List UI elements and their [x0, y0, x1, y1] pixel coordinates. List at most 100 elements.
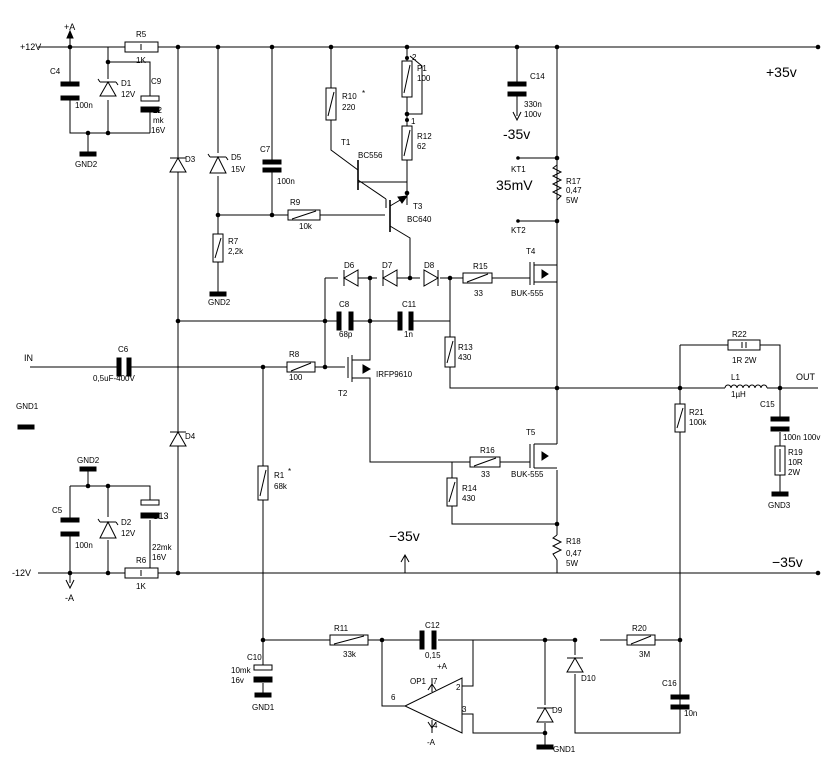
- label-t2-val: IRFP9610: [376, 370, 413, 379]
- resistor-R5: [124, 41, 159, 53]
- label-t4-ref: T4: [526, 247, 536, 256]
- label-c9-val3: 16V: [151, 126, 166, 135]
- label-r13-val: 430: [458, 353, 472, 362]
- label-op1-pin2: 2: [456, 683, 461, 692]
- label-c10-ref: C10: [247, 653, 262, 662]
- label-r22-ref: R22: [732, 330, 747, 339]
- label-t5-ref: T5: [526, 428, 536, 437]
- label-r12-val: 62: [417, 142, 426, 151]
- label-r10-star: *: [362, 89, 365, 98]
- label-r16-ref: R16: [480, 446, 495, 455]
- label-plus35v: +35v: [766, 64, 797, 80]
- label-r18-val: 0,47: [566, 549, 582, 558]
- label-c4-ref: C4: [50, 67, 61, 76]
- rail-arrows: [65, 29, 522, 729]
- label-r18-val2: 5W: [566, 559, 578, 568]
- label-c9-ref: C9: [151, 77, 162, 86]
- label-c9-val: 22: [153, 106, 162, 115]
- label-c8-ref: C8: [339, 300, 350, 309]
- label-r20-ref: R20: [632, 624, 647, 633]
- label-l1-val: 1µH: [731, 390, 746, 399]
- label-d4-ref: D4: [185, 432, 196, 441]
- label-r21-ref: R21: [689, 408, 704, 417]
- label-c14-val2: 100v: [524, 110, 541, 119]
- resistor-R14: [446, 477, 458, 507]
- label-r17-ref: R17: [566, 177, 581, 186]
- resistor-R1: [257, 465, 269, 501]
- label-r1-val: 68k: [274, 482, 288, 491]
- label-gnd1-c10: GND1: [252, 703, 275, 712]
- resistor-R6: [124, 567, 159, 579]
- potentiometer-P1: [401, 56, 413, 122]
- ground-symbols: [17, 151, 789, 750]
- resistor-R19: [774, 445, 786, 476]
- transistor-T1: [357, 160, 385, 190]
- label-r11-ref: R11: [334, 624, 349, 633]
- label-c10-val2: 16v: [231, 676, 244, 685]
- resistor-R15: [462, 272, 493, 284]
- label-r7-ref: R7: [228, 237, 239, 246]
- resistor-R10: [325, 87, 337, 121]
- label-c15-val: 100n 100v: [783, 433, 820, 442]
- label-r15-val: 33: [474, 289, 483, 298]
- label-r6-val: 1K: [136, 582, 146, 591]
- label-op1-ref: OP1: [410, 677, 427, 686]
- label-c16-val: 10n: [684, 709, 697, 718]
- label-minus-a: -A: [65, 593, 74, 603]
- label-r21-val: 100k: [689, 418, 707, 427]
- label-r9-val: 10k: [299, 222, 313, 231]
- label-r18-ref: R18: [566, 537, 581, 546]
- label-r14-ref: R14: [462, 484, 477, 493]
- resistor-R12: [401, 125, 413, 161]
- opamp-OP1: [403, 677, 463, 734]
- label-t1-val: BC556: [358, 151, 383, 160]
- label-r5-val: 1K: [136, 56, 146, 65]
- diodes: [97, 78, 584, 723]
- label-plus12v: +12V: [20, 42, 41, 52]
- label-p1-ref: P1: [417, 64, 427, 73]
- label-d5-ref: D5: [231, 153, 242, 162]
- resistor-R13: [444, 336, 456, 368]
- label-t3-val: BC640: [407, 215, 432, 224]
- label-gnd1-left: GND1: [16, 402, 39, 411]
- label-r15-ref: R15: [473, 262, 488, 271]
- label-t3-ref: T3: [413, 202, 423, 211]
- label-gnd2-top: GND2: [75, 160, 98, 169]
- label-d9-ref: D9: [552, 706, 563, 715]
- label-c10-val: 10mk: [231, 666, 252, 675]
- resistor-R20: [626, 634, 656, 646]
- label-r10-val: 220: [342, 103, 356, 112]
- label-kt2: KT2: [511, 226, 526, 235]
- label-t4-val: BUK-555: [511, 289, 544, 298]
- label-c11-ref: C11: [402, 300, 417, 309]
- label-c16-ref: C16: [662, 679, 677, 688]
- resistor-R17: [551, 164, 563, 201]
- label-d3-ref: D3: [185, 155, 196, 164]
- label-minus35v-c14: -35v: [503, 126, 530, 142]
- label-gnd2-r7: GND2: [208, 298, 231, 307]
- label-c6-val: 0,5uF-400V: [93, 374, 135, 383]
- label-r7-val: 2,2k: [228, 247, 244, 256]
- label-op1-pin4: 4: [433, 721, 438, 730]
- label-r10-ref: R10: [342, 92, 357, 101]
- label-d2-val: 12V: [121, 529, 136, 538]
- label-d8-ref: D8: [424, 261, 435, 270]
- wires: [30, 36, 820, 745]
- label-gnd1-bottom: GND1: [553, 745, 576, 754]
- label-c12-ref: C12: [425, 621, 440, 630]
- label-r8-val: 100: [289, 373, 303, 382]
- resistor-R9: [287, 209, 321, 221]
- label-c4-val: 100n: [75, 101, 93, 110]
- label-c8-val: 68p: [339, 330, 353, 339]
- resistor-R8: [286, 361, 316, 373]
- label-c13-ref: C13: [152, 511, 169, 521]
- label-d2-ref: D2: [121, 518, 132, 527]
- resistor-R22: [727, 339, 761, 351]
- label-r1-star: *: [288, 467, 291, 476]
- label-c6-ref: C6: [118, 345, 129, 354]
- label-op1-plus-a: +A: [437, 662, 448, 671]
- label-r13-ref: R13: [458, 343, 473, 352]
- label-p1-val: 100: [417, 74, 431, 83]
- label-out: OUT: [796, 372, 816, 382]
